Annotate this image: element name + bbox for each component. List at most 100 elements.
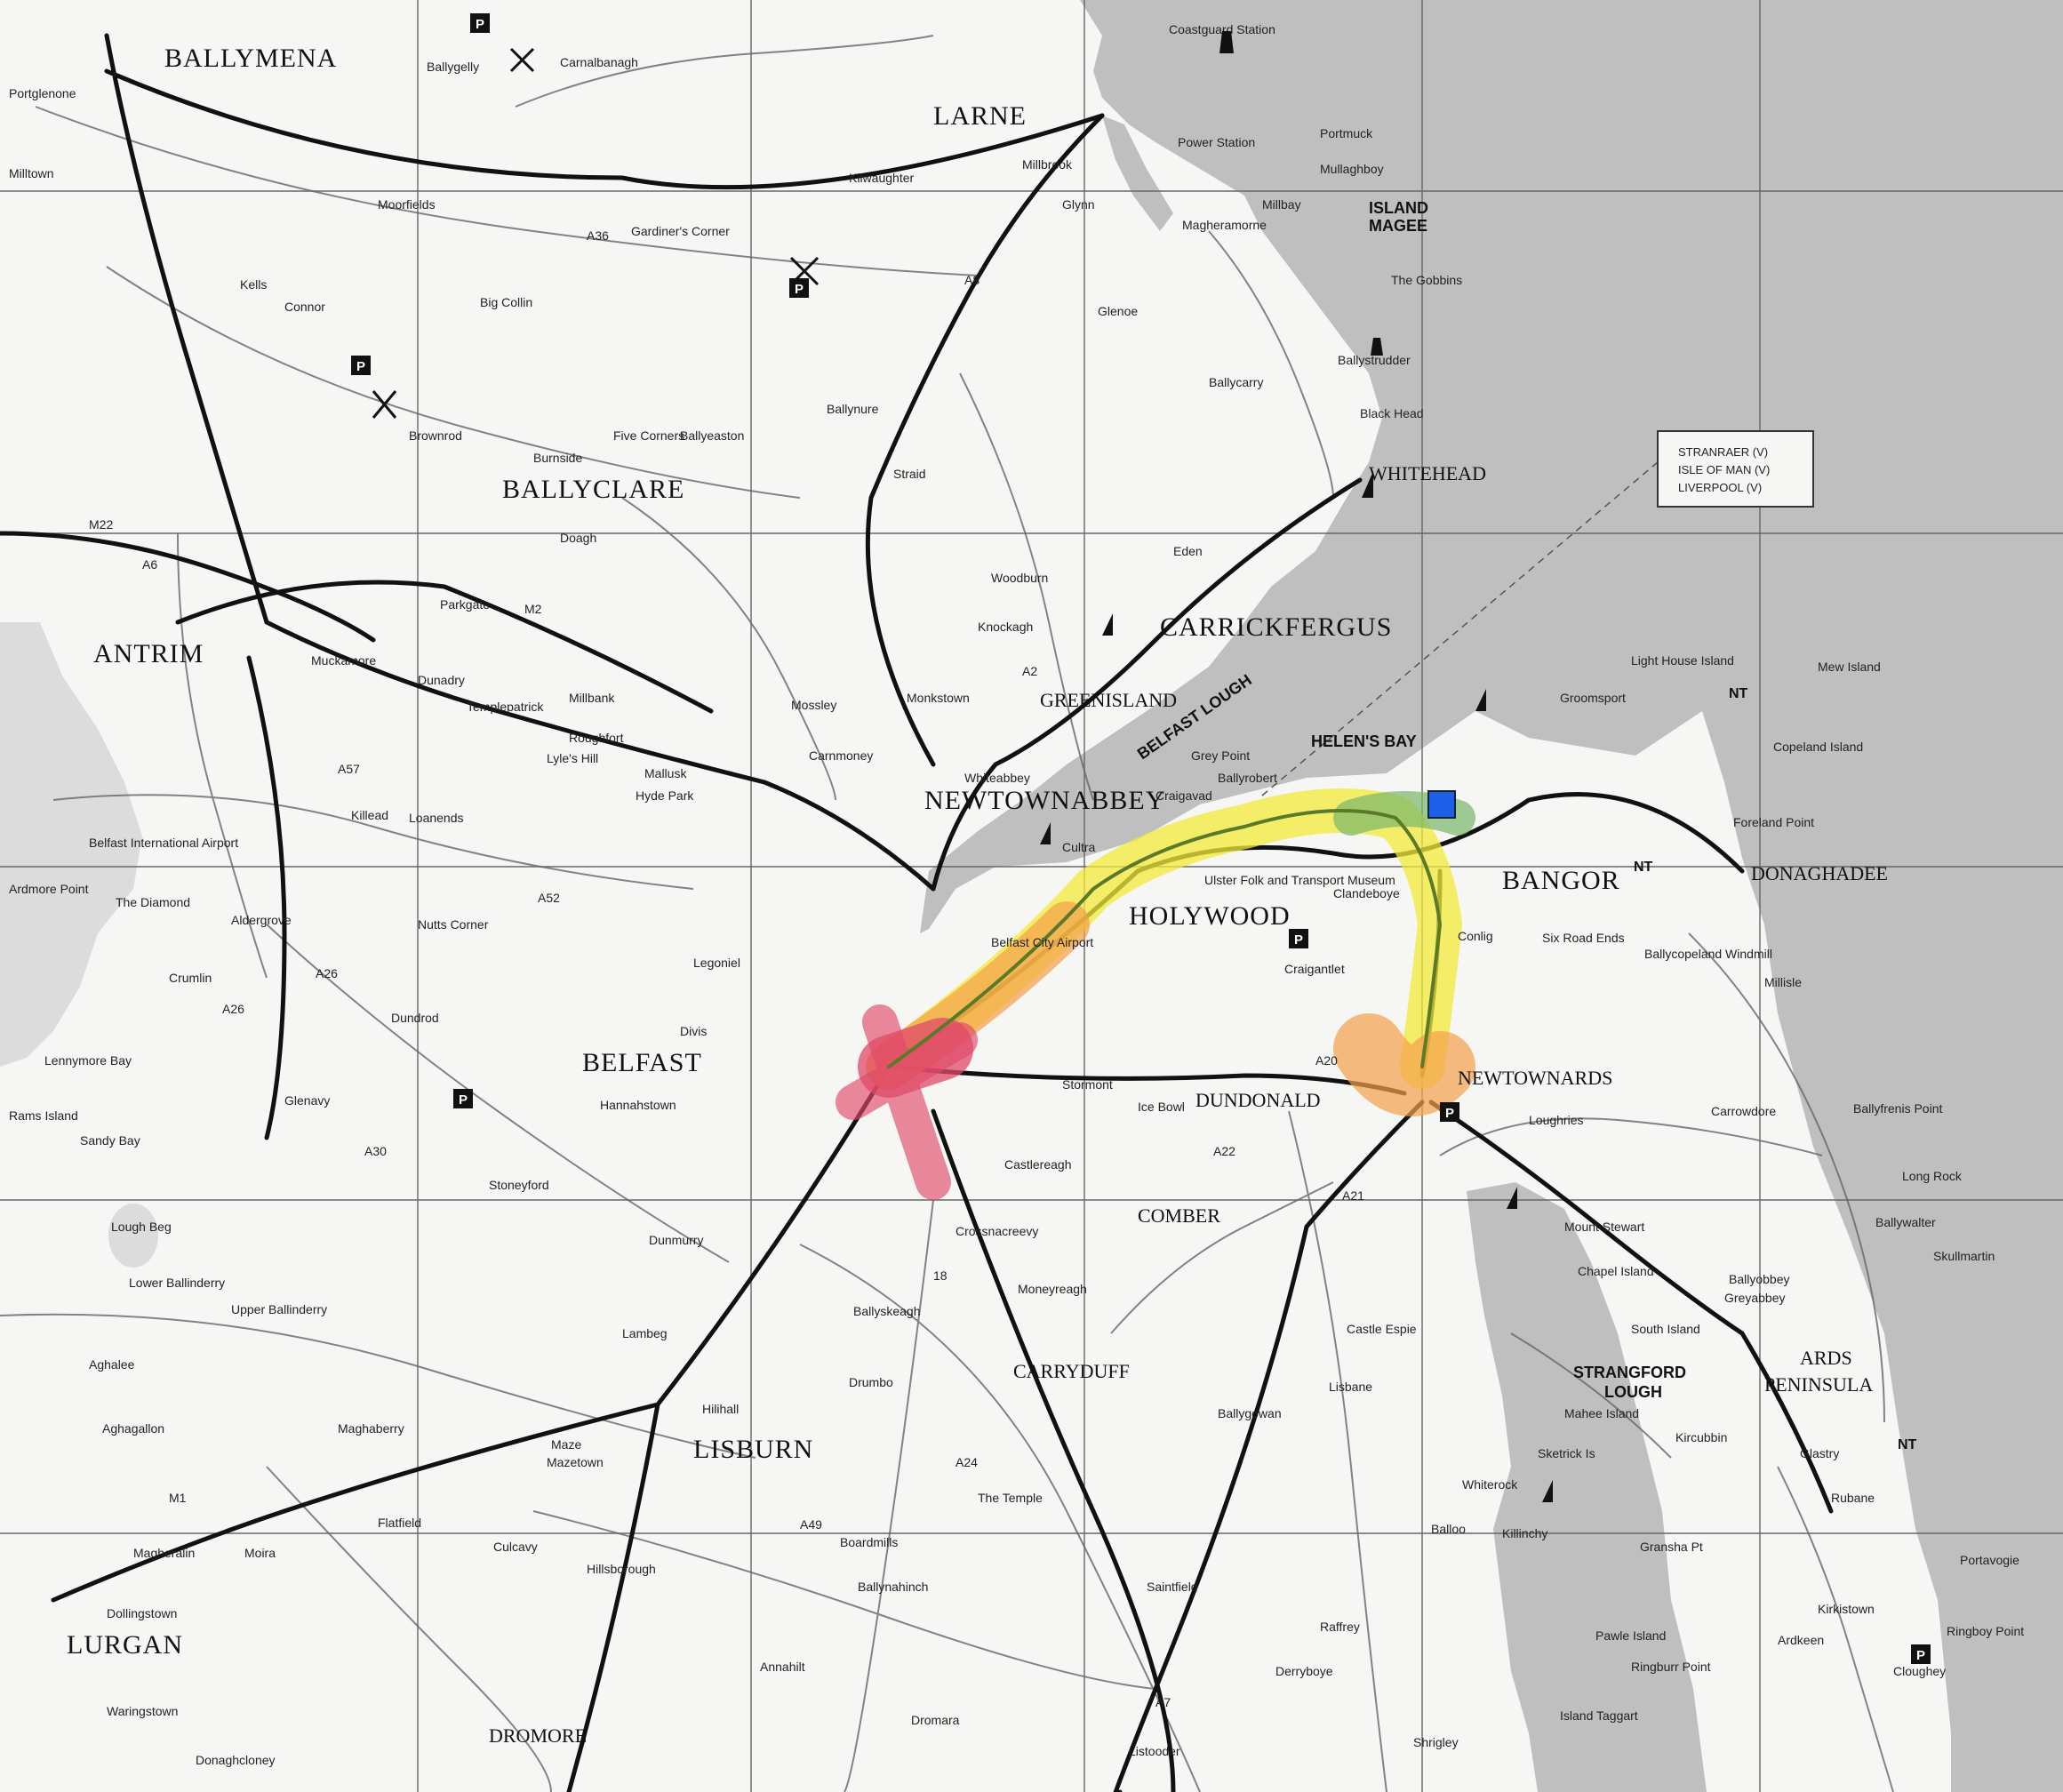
place-millbank: Millbank [569, 691, 615, 705]
place-legoniel: Legoniel [693, 956, 740, 970]
place-whiterock: Whiterock [1462, 1477, 1518, 1492]
place-parkgate: Parkgate [440, 597, 490, 612]
place-aghagallon: Aghagallon [102, 1421, 164, 1436]
place-ardkeen: Ardkeen [1778, 1633, 1824, 1647]
parking-icon: P [470, 13, 490, 33]
place-glenoe: Glenoe [1098, 304, 1138, 318]
place-donaghadee: DONAGHADEE [1751, 862, 1888, 884]
place-gransha-pt: Gransha Pt [1640, 1540, 1703, 1554]
place-kircubbin: Kircubbin [1675, 1430, 1727, 1444]
place-cloughey: Cloughey [1893, 1664, 1946, 1678]
windmill-icon [372, 47, 820, 419]
place-millbay: Millbay [1262, 197, 1301, 212]
place-derryboye: Derryboye [1275, 1664, 1333, 1678]
place-moneyreagh: Moneyreagh [1018, 1282, 1087, 1296]
place-peninsula: PENINSULA [1764, 1373, 1873, 1396]
place-crossnacreevy: Crossnacreevy [956, 1224, 1038, 1238]
parking-letter: P [356, 359, 365, 374]
map-symbols: P P P P P P P NT NT NT [351, 13, 1931, 1664]
place-mew-island: Mew Island [1818, 660, 1881, 674]
road-label-a22: A22 [1213, 1144, 1235, 1158]
major-roads [0, 33, 1834, 1792]
place-carryduff: CARRYDUFF [1013, 1360, 1130, 1382]
place-loanends: Loanends [409, 811, 464, 825]
road-label-a26-2: A26 [222, 1002, 244, 1016]
place-antrim: ANTRIM [93, 639, 204, 668]
label-strangford: STRANGFORD [1573, 1364, 1686, 1381]
place-dromore: DROMORE [489, 1724, 587, 1747]
place-ballyclare: BALLYCLARE [502, 475, 684, 504]
parking-icon: P [351, 356, 371, 375]
parking-letter: P [459, 1092, 468, 1108]
place-kilwaughter: Kilwaughter [849, 171, 914, 185]
place-ards: ARDS [1800, 1347, 1852, 1369]
road-label-a8: A8 [964, 273, 980, 287]
place-boardmills: Boardmills [840, 1535, 898, 1549]
place-chapel-island: Chapel Island [1578, 1264, 1654, 1278]
place-listooder: Listooder [1129, 1744, 1180, 1758]
place-black-head: Black Head [1360, 406, 1424, 420]
parking-icon: P [1440, 1102, 1459, 1122]
place-mossley: Mossley [791, 698, 836, 712]
place-eden: Eden [1173, 544, 1203, 558]
place-lyles-hill: Lyle's Hill [547, 751, 598, 765]
place-carnmoney: Carnmoney [809, 748, 873, 763]
road-number-labels: M22 A36 A6 M2 A26 A2 A8 A52 A30 A20 A21 … [89, 228, 1364, 1709]
place-carnalbanagh: Carnalbanagh [560, 55, 638, 69]
place-six-road-ends: Six Road Ends [1542, 931, 1625, 945]
small-place-labels: Carnalbanagh Ballygelly Kilwaughter Glyn… [9, 22, 2024, 1767]
parking-letter: P [1445, 1106, 1454, 1121]
place-foreland-point: Foreland Point [1733, 815, 1814, 829]
place-stormont: Stormont [1062, 1077, 1113, 1092]
road-label-a30: A30 [364, 1144, 387, 1158]
place-newtownabbey: NEWTOWNABBEY [924, 786, 1165, 815]
place-culcavy: Culcavy [493, 1540, 538, 1554]
place-rams-island: Rams Island [9, 1108, 78, 1123]
place-ballycopeland-windmill: Ballycopeland Windmill [1644, 947, 1772, 961]
callout-line-2: ISLE OF MAN (V) [1678, 463, 1770, 476]
place-ringboy-point: Ringboy Point [1947, 1624, 2024, 1638]
parking-icon: P [789, 278, 809, 298]
place-hannahstown: Hannahstown [600, 1098, 676, 1112]
place-waringstown: Waringstown [107, 1704, 178, 1718]
place-balloo: Balloo [1431, 1522, 1466, 1536]
label-island: ISLAND [1369, 199, 1428, 217]
place-ulster-folk-museum: Ulster Folk and Transport Museum [1204, 873, 1395, 887]
place-millisle: Millisle [1764, 975, 1802, 989]
place-ballywalter: Ballywalter [1875, 1215, 1936, 1229]
place-portmuck: Portmuck [1320, 126, 1373, 140]
place-glastry: Glastry [1800, 1446, 1839, 1460]
road-label-a52: A52 [538, 891, 560, 905]
place-crumlin: Crumlin [169, 971, 212, 985]
place-divis: Divis [680, 1024, 707, 1038]
marker-square-icon[interactable] [1427, 790, 1456, 819]
parking-letter: P [795, 282, 804, 297]
place-dollingstown: Dollingstown [107, 1606, 177, 1620]
place-island-taggart: Island Taggart [1560, 1708, 1638, 1723]
road-label-a24: A24 [956, 1455, 978, 1469]
place-conlig: Conlig [1458, 929, 1493, 943]
place-maghaberry: Maghaberry [338, 1421, 404, 1436]
place-sketrick-is: Sketrick Is [1538, 1446, 1595, 1460]
place-big-collin: Big Collin [480, 295, 532, 309]
place-muckamore: Muckamore [311, 653, 376, 668]
place-moorfields: Moorfields [378, 197, 436, 212]
place-copeland-island: Copeland Island [1773, 740, 1863, 754]
nt-badge: NT [1729, 686, 1748, 701]
place-connor: Connor [284, 300, 325, 314]
place-carrowdore: Carrowdore [1711, 1104, 1776, 1118]
place-carrickfergus: CARRICKFERGUS [1160, 612, 1392, 642]
place-lisbane: Lisbane [1329, 1380, 1372, 1394]
place-roughfort: Roughfort [569, 731, 624, 745]
place-light-house-island: Light House Island [1631, 653, 1734, 668]
place-gardiners-corner: Gardiner's Corner [631, 224, 730, 238]
place-ballystrudder: Ballystrudder [1338, 353, 1411, 367]
lighthouse-icon [1219, 31, 1383, 356]
place-milltown: Milltown [9, 166, 54, 180]
place-moira: Moira [244, 1546, 276, 1560]
place-craigavad: Craigavad [1155, 788, 1212, 803]
place-dundrod: Dundrod [391, 1011, 439, 1025]
place-hillsborough: Hillsborough [587, 1562, 656, 1576]
place-killead: Killead [351, 808, 388, 822]
